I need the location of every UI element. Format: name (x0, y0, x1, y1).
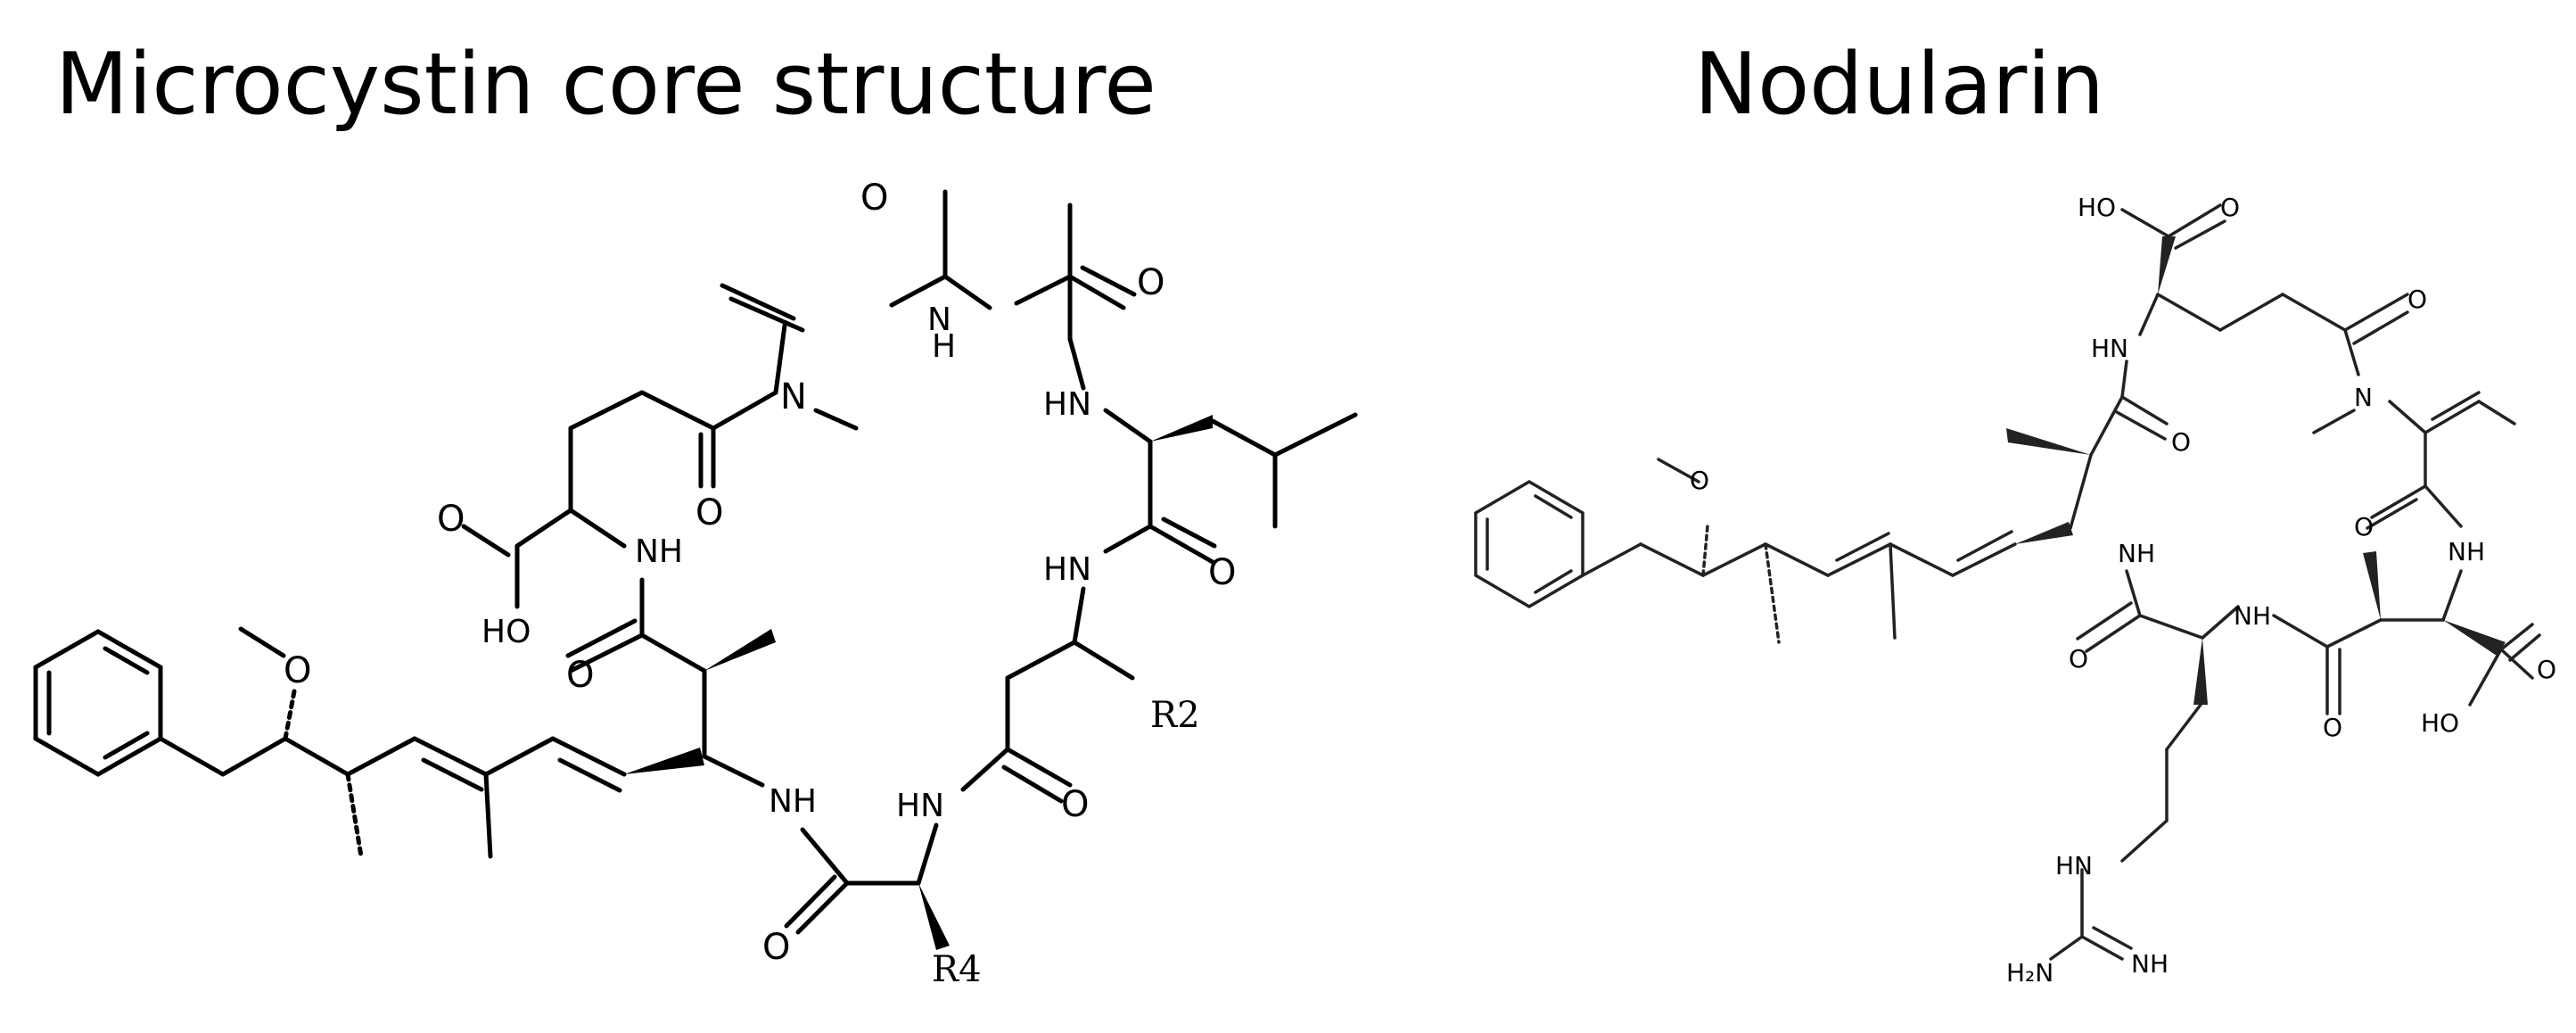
mc-label: O (1137, 262, 1165, 303)
nod-label: HO (2078, 193, 2116, 222)
benzene-ring-left (33, 629, 163, 777)
nodularin-ring (2006, 203, 2541, 961)
microcystin-title: Microcystin core structure (55, 36, 1156, 134)
mc-r4-label: R4 (932, 949, 982, 990)
mc-label: O (1208, 552, 1236, 593)
nod-label: O (2407, 285, 2427, 314)
nod-label: O (2171, 427, 2191, 457)
mc-label: O (762, 927, 790, 968)
mc-label: HO (481, 614, 531, 650)
nod-label: O (2537, 655, 2556, 684)
mc-label: O (860, 178, 888, 219)
microcystin-structure: O N H N HN O O O NH HO O HN O O R2 NH HN… (33, 178, 1358, 990)
nod-label: HN (2091, 334, 2128, 363)
nod-label: NH (2131, 949, 2169, 979)
mc-label: N (927, 302, 951, 338)
mc-r2-label: R2 (1150, 695, 1200, 736)
nod-label: NH (2118, 539, 2155, 568)
mc-label: NH (635, 533, 683, 570)
nod-label: NH (2448, 537, 2485, 566)
nod-label: O (2220, 193, 2240, 222)
nodularin-title: Nodularin (1694, 36, 2104, 134)
nod-label: O (2069, 644, 2088, 674)
mc-label: HN (1043, 551, 1091, 588)
benzene-ring-right (1474, 479, 1584, 609)
nod-label: H₂N (2006, 958, 2053, 988)
mc-label: HN (896, 788, 944, 824)
nod-label: O (2354, 512, 2374, 541)
mc-label: N (780, 376, 807, 417)
nodularin-atom-labels: HO O HN O N O O NH O NH NH O O O HO HN H… (1690, 193, 2556, 988)
microcystin-ring (461, 189, 1358, 950)
mc-label: O (566, 655, 594, 696)
nodularin-structure: HO O HN O N O O NH O NH NH O O O HO HN H… (1474, 193, 2556, 988)
nod-label: O (1690, 466, 1709, 495)
mc-label: O (437, 499, 465, 540)
adda-chain (158, 626, 704, 859)
nod-label: O (2323, 713, 2342, 742)
nod-label: N (2354, 383, 2373, 412)
mc-label: NH (769, 783, 817, 820)
mc-label: O (284, 650, 311, 691)
mc-label: HN (1043, 386, 1091, 423)
mc-label: O (695, 492, 723, 533)
mc-label: H (932, 328, 956, 365)
nod-label: HO (2421, 708, 2459, 738)
nod-label: HN (2055, 851, 2093, 880)
nod-label: NH (2234, 601, 2271, 631)
nodularin-adda-chain (1581, 458, 2073, 644)
mc-label: O (1061, 784, 1089, 825)
microcystin-atom-labels: O N H N HN O O O NH HO O HN O O R2 NH HN… (284, 178, 1236, 990)
